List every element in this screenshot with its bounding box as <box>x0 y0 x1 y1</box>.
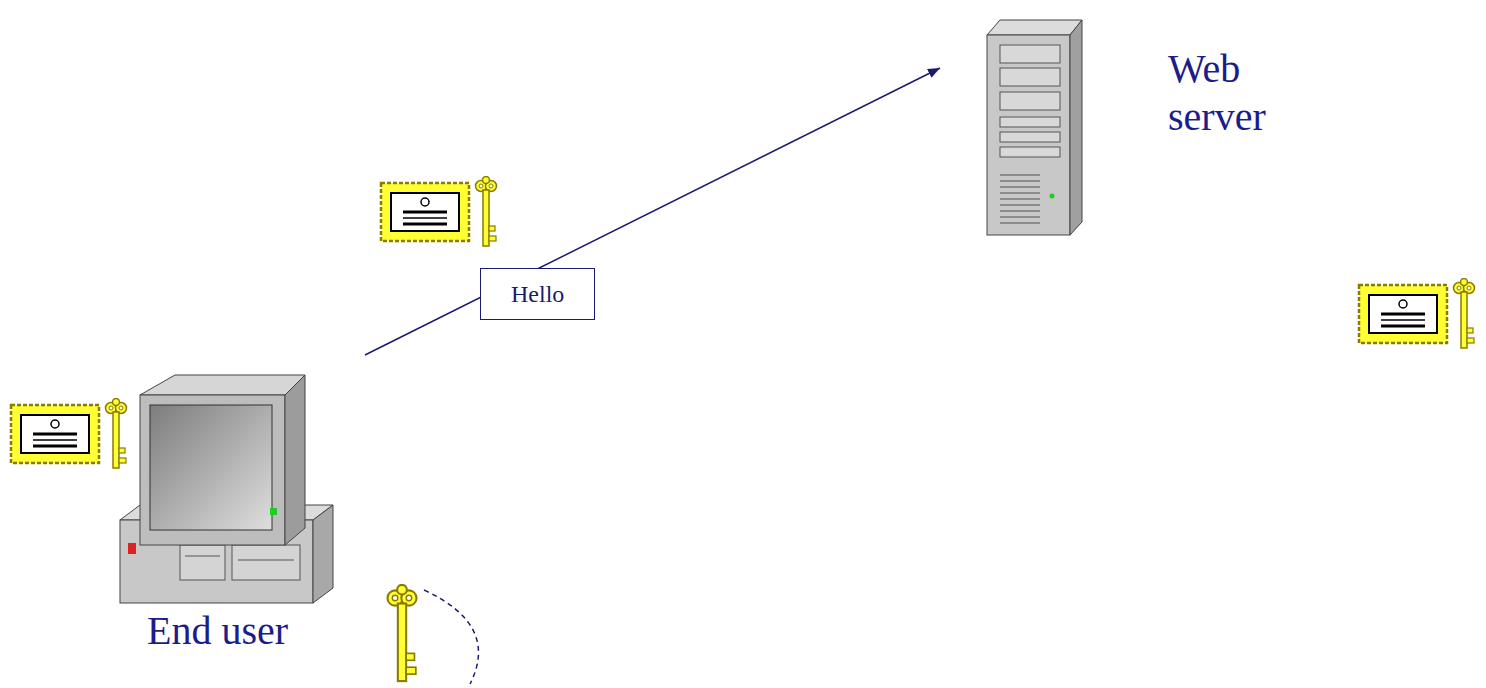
certificate-key-icon <box>381 177 497 247</box>
server-illustration <box>1000 175 1040 223</box>
computer-illustration <box>180 545 225 580</box>
computer-illustration <box>150 405 272 530</box>
server-illustration <box>1000 216 1040 218</box>
computer-illustration <box>313 505 333 603</box>
server-illustration <box>1000 204 1040 206</box>
certificate-key-icon <box>11 399 127 469</box>
server-illustration <box>1000 117 1060 127</box>
server-illustration <box>1000 180 1040 182</box>
message-label: Hello <box>480 268 595 320</box>
computer-illustration <box>285 375 305 545</box>
private-key-icon <box>387 585 416 681</box>
server-illustration <box>1000 192 1040 194</box>
certificate-key-icon <box>11 399 127 469</box>
server-illustration <box>1000 222 1040 224</box>
computer-illustration <box>120 375 333 603</box>
computer-illustration <box>185 556 220 557</box>
server-illustration <box>1000 174 1040 176</box>
server-illustration <box>1050 194 1055 199</box>
node-label: Web server <box>1168 45 1293 141</box>
server-illustration <box>1000 132 1060 142</box>
computer-illustration <box>232 545 300 580</box>
certificate-key-icon <box>1359 279 1475 349</box>
private-key-icon <box>424 590 478 684</box>
server-illustration <box>1000 92 1060 110</box>
message-arrow <box>365 68 940 355</box>
server-illustration <box>1000 198 1040 200</box>
server-node: Web server <box>940 15 1290 240</box>
server-illustration <box>1000 210 1040 212</box>
private-key-icon <box>387 585 478 684</box>
message-label-holder: Hello <box>480 268 595 320</box>
server-illustration <box>1000 186 1040 188</box>
node-label: End user <box>147 607 365 655</box>
computer-illustration <box>270 508 277 515</box>
computer-illustration <box>128 543 136 554</box>
certificate-key-icon <box>1359 279 1475 349</box>
server-illustration <box>987 20 1082 35</box>
server-illustration <box>1070 20 1082 235</box>
server-illustration <box>1000 68 1060 86</box>
certificate-key-icon <box>381 177 497 247</box>
computer-illustration <box>140 395 285 545</box>
server-illustration <box>1000 45 1060 63</box>
server-illustration <box>987 35 1070 235</box>
server-illustration <box>987 20 1082 235</box>
computer-node: End user <box>105 355 365 675</box>
server-illustration <box>1000 147 1060 157</box>
computer-illustration <box>140 375 305 395</box>
computer-illustration <box>238 560 294 561</box>
